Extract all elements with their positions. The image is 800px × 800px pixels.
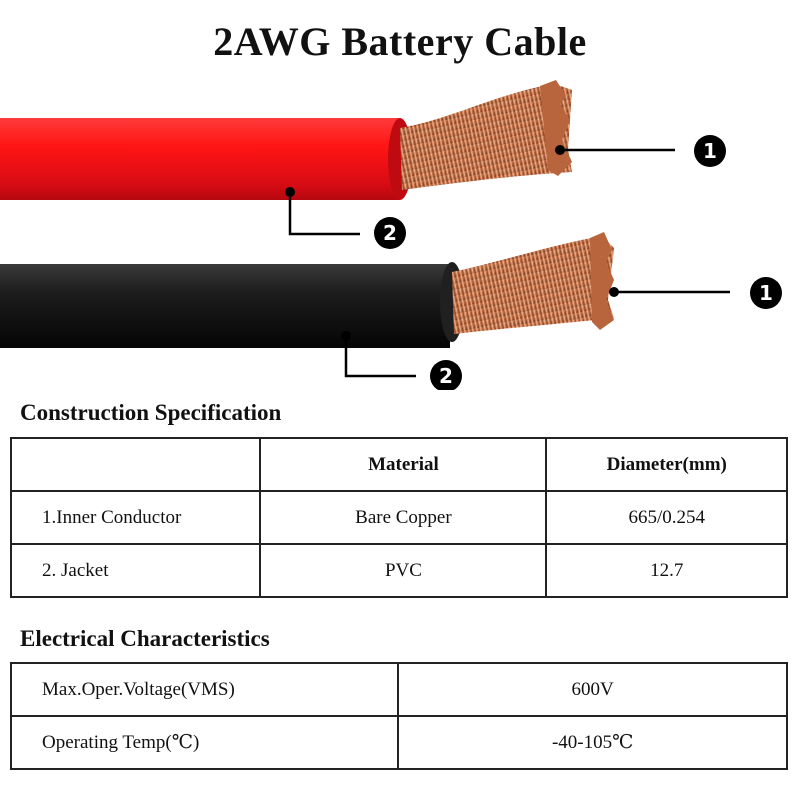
value-cell: -40-105℃: [397, 715, 788, 770]
row-label: 2. Jacket: [9, 543, 262, 598]
table-row: Max.Oper.Voltage(VMS) 600V: [9, 662, 788, 717]
row-label: Max.Oper.Voltage(VMS): [9, 662, 400, 717]
diameter-cell: 12.7: [545, 543, 788, 598]
table-row: Operating Temp(℃) -40-105℃: [9, 715, 788, 770]
row-label: 1.Inner Conductor: [9, 490, 262, 545]
material-cell: Bare Copper: [259, 490, 548, 545]
cable-illustration: 1 2 1 2: [0, 80, 782, 390]
svg-text:1: 1: [703, 139, 717, 163]
header-cell-material: Material: [259, 437, 548, 492]
construction-heading: Construction Specification: [20, 400, 282, 425]
callout-marker-jacket-black: 2: [430, 360, 462, 390]
svg-text:2: 2: [383, 221, 397, 245]
callout-marker-conductor-black: 1: [750, 277, 782, 309]
callout-lines: [288, 148, 730, 378]
callout-dots: [285, 145, 619, 341]
electrical-heading: Electrical Characteristics: [20, 626, 270, 651]
callout-marker-conductor-red: 1: [694, 135, 726, 167]
value-cell: 600V: [397, 662, 788, 717]
callout-marker-jacket-red: 2: [374, 217, 406, 249]
row-label: Operating Temp(℃): [9, 715, 400, 770]
header-cell-diameter: Diameter(mm): [545, 437, 788, 492]
construction-table: Material Diameter(mm) 1.Inner Conductor …: [9, 437, 788, 598]
table-row: 1.Inner Conductor Bare Copper 665/0.254: [9, 490, 788, 545]
table-header-row: Material Diameter(mm): [9, 437, 788, 492]
header-cell-empty: [9, 437, 262, 492]
material-cell: PVC: [259, 543, 548, 598]
svg-text:1: 1: [759, 281, 773, 305]
svg-text:2: 2: [439, 364, 453, 388]
page-title: 2AWG Battery Cable: [213, 19, 587, 64]
diameter-cell: 665/0.254: [545, 490, 788, 545]
electrical-table: Max.Oper.Voltage(VMS) 600V Operating Tem…: [9, 662, 788, 770]
black-cable: [0, 232, 614, 348]
red-cable: [0, 80, 572, 200]
table-row: 2. Jacket PVC 12.7: [9, 543, 788, 598]
